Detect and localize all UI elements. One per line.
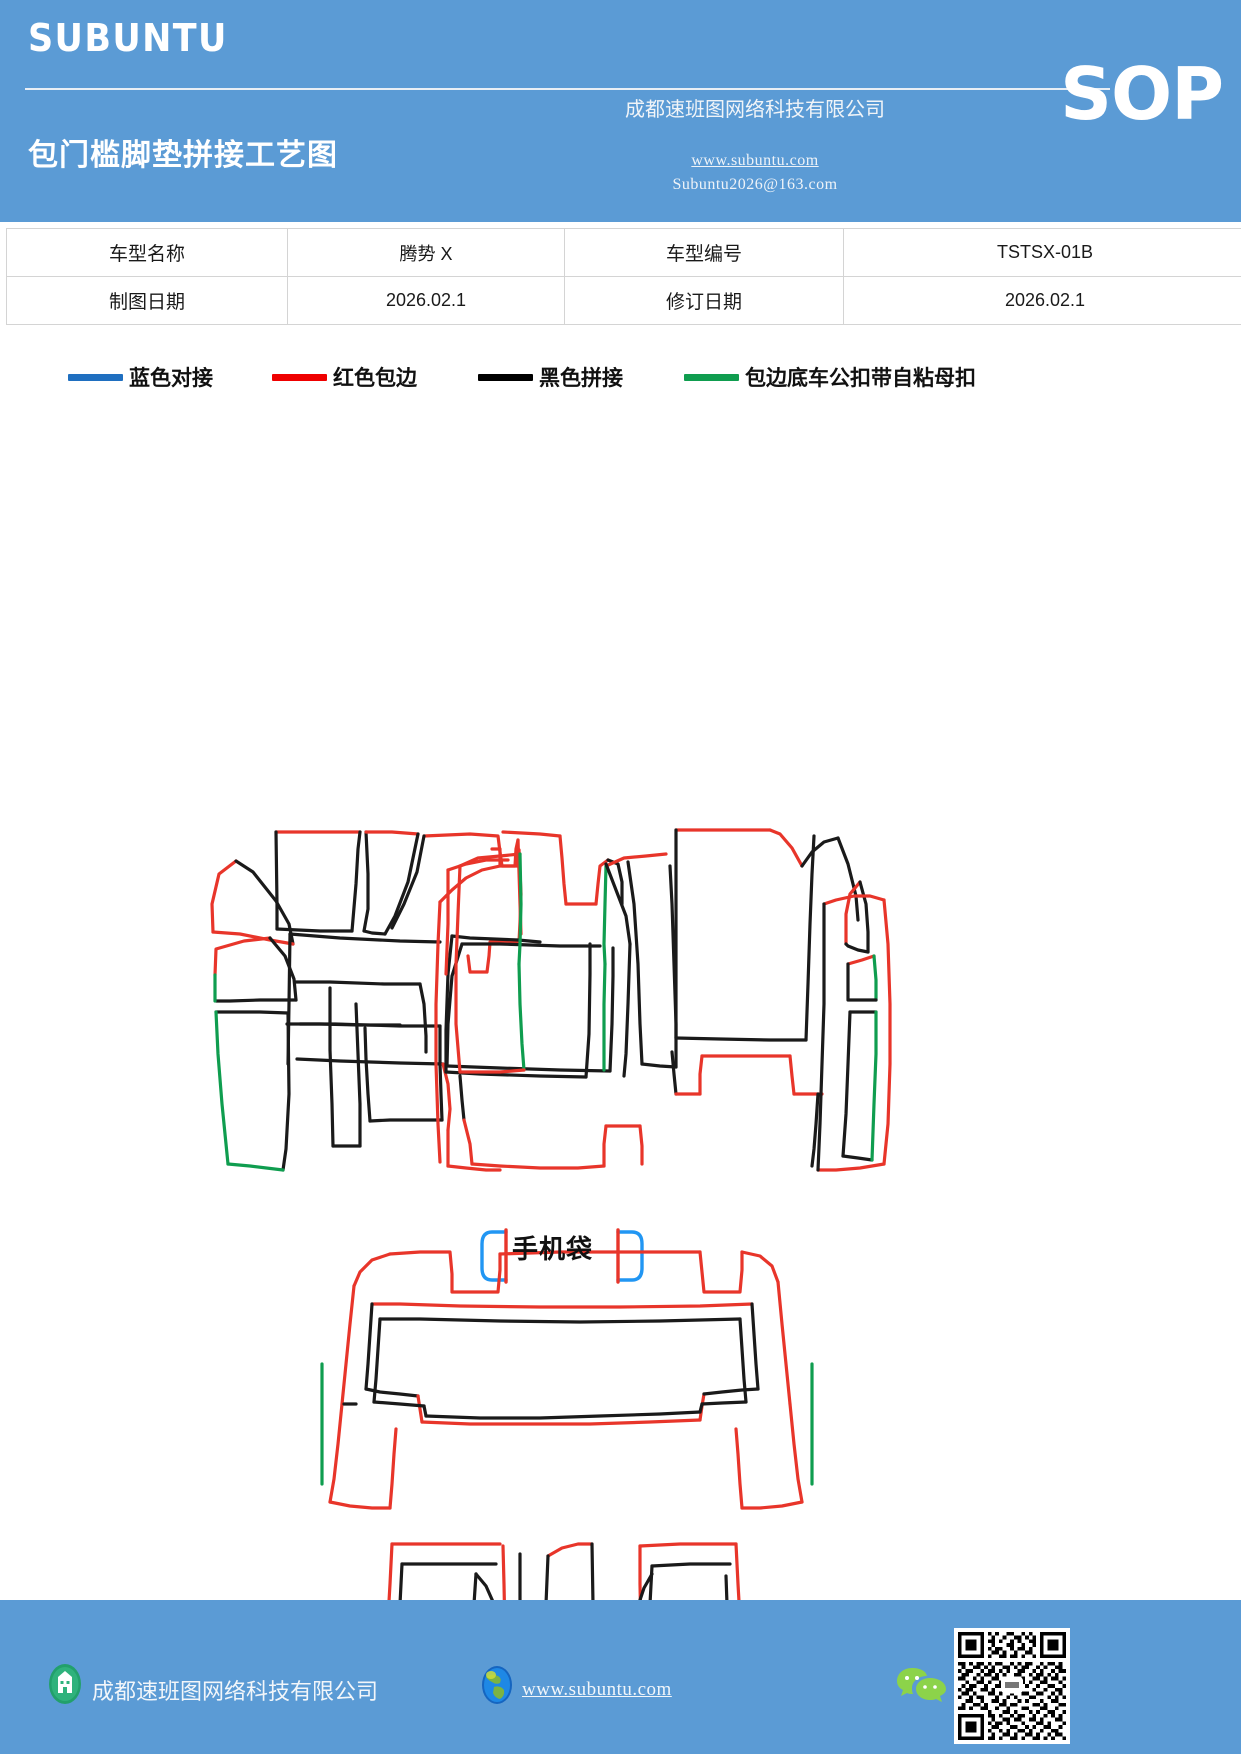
legend-item-red: 红色包边 xyxy=(272,362,417,392)
front-right-long-strip xyxy=(841,1010,878,1162)
front-right-black-inner xyxy=(810,1092,820,1168)
second-row-bottom-skirt xyxy=(342,1402,744,1510)
front-left-floor-panel xyxy=(328,986,362,1148)
label-revision-date: 修订日期 xyxy=(564,276,844,325)
front-right-rocker-strip xyxy=(844,880,870,954)
legend-swatch-black xyxy=(478,373,533,381)
front-right-door-sill xyxy=(602,852,668,1072)
legend: 蓝色对接 红色包边 黑色拼接 包边底车公扣带自粘母扣 xyxy=(0,358,1241,398)
phone-pocket-right xyxy=(616,1228,644,1284)
document-title: 包门槛脚垫拼接工艺图 xyxy=(28,138,338,173)
front-left-long-strip xyxy=(214,1010,291,1172)
label-vehicle-name: 车型名称 xyxy=(6,228,288,277)
pattern-svg xyxy=(210,828,892,1600)
header-email: Subuntu2026@163.com xyxy=(672,176,838,193)
legend-label-red: 红色包边 xyxy=(333,366,417,390)
page-header: SUBUNTU 包门槛脚垫拼接工艺图 成都速班图网络科技有限公司 www.sub… xyxy=(0,0,1241,222)
third-row-left-inner xyxy=(398,1562,498,1600)
second-row-mat-left-edge xyxy=(320,1284,392,1510)
front-left-heel-panel xyxy=(274,830,362,933)
footer-website-link[interactable]: www.subuntu.com xyxy=(522,1679,672,1700)
second-row-mat-outline xyxy=(352,1250,780,1294)
label-draw-date: 制图日期 xyxy=(6,276,288,325)
table-row: 制图日期 2026.02.1 修订日期 2026.02.1 xyxy=(6,276,1241,325)
second-row-inner-panel-2 xyxy=(372,1317,748,1404)
header-divider xyxy=(25,88,1110,90)
front-left-right-black-panel xyxy=(626,860,678,1069)
front-left-bottom-trim xyxy=(295,1057,502,1172)
front-right-heel-panel-red xyxy=(768,828,860,922)
front-left-sill-strip xyxy=(210,859,295,946)
brand-logo: SUBUNTU xyxy=(28,16,228,60)
front-right-lower-red xyxy=(670,1050,824,1096)
value-vehicle-name: 腾势 X xyxy=(287,228,565,277)
legend-label-blue: 蓝色对接 xyxy=(129,366,213,390)
front-left-heel-panel-right xyxy=(362,830,420,936)
front-left-outer-rocker xyxy=(444,858,510,976)
qr-code[interactable] xyxy=(954,1628,1070,1744)
second-row-lower-band-inner xyxy=(372,1400,748,1420)
front-left-lower-strip xyxy=(213,936,298,1003)
value-vehicle-code: TSTSX-01B xyxy=(843,228,1241,277)
building-icon xyxy=(49,1664,81,1704)
legend-item-blue: 蓝色对接 xyxy=(68,362,213,392)
second-row-mat-right-edge xyxy=(740,1280,814,1510)
legend-item-black: 黑色拼接 xyxy=(478,362,623,392)
vehicle-info-table: 车型名称 腾势 X 车型编号 TSTSX-01B 制图日期 2026.02.1 … xyxy=(6,228,1241,325)
phone-pocket-label: 手机袋 xyxy=(512,1235,594,1265)
legend-label-green: 包边底车公扣带自粘母扣 xyxy=(745,366,976,390)
third-row-right-mat xyxy=(638,1542,741,1600)
legend-item-green: 包边底车公扣带自粘母扣 xyxy=(684,362,976,392)
globe-icon xyxy=(482,1666,512,1704)
value-draw-date: 2026.02.1 xyxy=(287,276,565,325)
header-website-link[interactable]: www.subuntu.com xyxy=(691,152,819,169)
front-left-bottom-red xyxy=(458,1074,644,1170)
phone-pocket-left xyxy=(480,1228,508,1284)
legend-swatch-red xyxy=(272,373,327,381)
third-row-center-strip xyxy=(518,1542,595,1600)
label-vehicle-code: 车型编号 xyxy=(564,228,844,277)
header-company-name: 成都速班图网络科技有限公司 xyxy=(625,99,885,121)
value-revision-date: 2026.02.1 xyxy=(843,276,1241,325)
front-right-heel-panel xyxy=(674,828,816,1042)
legend-swatch-blue xyxy=(68,373,123,381)
table-row: 车型名称 腾势 X 车型编号 TSTSX-01B xyxy=(6,228,1241,277)
front-right-rocker-lower xyxy=(846,954,878,1002)
wechat-icon xyxy=(897,1668,946,1702)
floor-mat-pattern-diagram: 手机袋 xyxy=(0,404,1241,1600)
legend-label-black: 黑色拼接 xyxy=(539,366,623,390)
qr-code-image xyxy=(958,1632,1066,1740)
footer-company-name: 成都速班图网络科技有限公司 xyxy=(92,1679,379,1704)
front-left-door-sill xyxy=(454,852,526,1074)
document-type-badge: SOP xyxy=(1060,52,1224,136)
third-row-left-mat xyxy=(387,1542,506,1600)
front-left-outer-border xyxy=(434,864,502,1164)
front-right-outer-border xyxy=(816,894,892,1172)
front-right-main-mat xyxy=(604,862,632,1078)
legend-swatch-green xyxy=(684,373,739,381)
front-left-large-panel xyxy=(285,1022,444,1123)
second-row-inner-panel xyxy=(364,1302,760,1391)
third-row-right-inner xyxy=(638,1562,732,1600)
